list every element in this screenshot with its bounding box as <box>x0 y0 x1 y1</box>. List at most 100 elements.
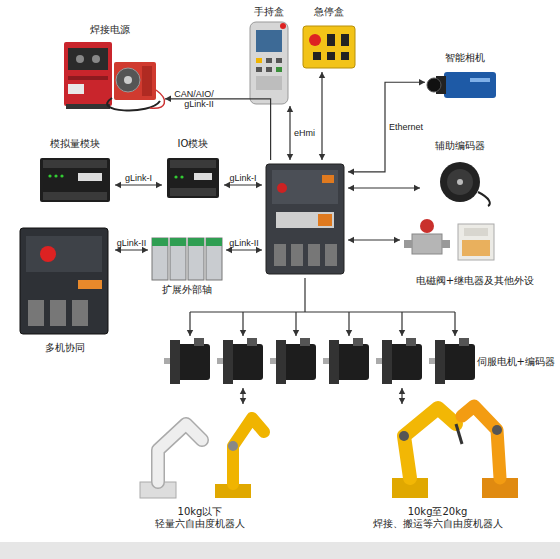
emergency-stop-illustration-part <box>341 34 349 46</box>
external-axis-illustration-part <box>170 238 186 246</box>
emergency-stop-illustration <box>303 26 355 68</box>
servo-motor-illustration-part <box>247 338 257 346</box>
edge-label: gLink-I <box>229 173 256 183</box>
arrow-head <box>293 330 299 336</box>
multi-controller-illustration-part <box>78 280 102 289</box>
servo-motor-illustration-part <box>382 340 392 384</box>
component-node: 模拟量模块 <box>35 138 115 206</box>
connector <box>240 388 246 404</box>
arrow-head <box>399 388 405 394</box>
arrow-head <box>240 388 246 394</box>
component-label: 电磁阀+继电器及其他外设 <box>416 275 534 287</box>
heavy-robot-illustration-part <box>456 424 462 444</box>
aux-encoder-illustration-part <box>447 169 473 195</box>
welding-power-illustration-part <box>116 68 140 92</box>
component-node: 10kg至20kg焊接、搬运等六自由度机器人 <box>345 404 530 530</box>
smart-camera-illustration-part <box>470 78 490 82</box>
welding-power-illustration-part <box>68 76 108 80</box>
solenoid-relay-illustration-part <box>404 240 412 248</box>
teach-pendant-illustration-part <box>250 22 288 104</box>
servo-motor-illustration-part <box>441 344 475 380</box>
analog-module-illustration-part <box>43 192 107 200</box>
servo-motor-illustration <box>164 338 475 384</box>
welding-power-illustration-part <box>68 48 108 70</box>
arrow-head <box>240 398 246 404</box>
arrow-head <box>165 96 171 102</box>
emergency-stop-illustration-part <box>313 52 321 60</box>
arrow-head <box>156 182 162 188</box>
light-robot-illustration <box>140 418 264 498</box>
multi-controller-illustration-part <box>20 228 108 334</box>
multi-controller-illustration-part <box>72 300 88 326</box>
welding-power-illustration-part <box>142 66 152 96</box>
controller-cabinet-illustration-part <box>272 170 338 204</box>
component-node: 10kg以下轻量六自由度机器人 <box>125 404 275 530</box>
edge-label: Ethernet <box>389 122 423 132</box>
solenoid-relay-illustration-part <box>442 240 450 248</box>
component-label: IO模块 <box>178 138 209 150</box>
io-module-illustration-part <box>174 175 177 178</box>
component-label: 10kg至20kg <box>408 506 468 518</box>
component-label: 辅助编码器 <box>435 140 485 152</box>
servo-motor-illustration-part <box>276 340 286 384</box>
analog-module-illustration-part <box>48 174 51 177</box>
connector-line <box>115 249 148 250</box>
controller-cabinet-illustration <box>266 164 344 274</box>
component-label: 模拟量模块 <box>50 138 100 150</box>
arrow-head <box>187 330 193 336</box>
welding-power-illustration-part <box>124 76 132 84</box>
emergency-stop-illustration-part <box>327 34 335 46</box>
component-label: 急停盒 <box>314 6 344 18</box>
servo-motor-illustration-part <box>223 340 233 384</box>
edge-label: eHmi <box>294 128 315 138</box>
connector-line <box>115 184 162 185</box>
teach-pendant-illustration-part <box>256 67 262 72</box>
io-module-illustration-part <box>167 158 219 198</box>
controller-cabinet-illustration-part <box>322 175 334 183</box>
controller-cabinet-illustration-part <box>291 244 303 266</box>
multi-controller-illustration-part <box>26 236 102 272</box>
io-module-illustration <box>167 158 219 198</box>
welding-power-illustration-part <box>92 55 100 63</box>
servo-motor-illustration-part <box>353 338 363 346</box>
solenoid-relay-illustration-part <box>420 219 434 233</box>
welding-power-illustration-part <box>150 90 165 108</box>
component-label: 手持盒 <box>254 6 284 18</box>
component-label: 焊接电源 <box>90 24 130 36</box>
connector <box>165 96 271 160</box>
component-label: 多机协同 <box>45 342 85 354</box>
controller-cabinet-illustration-part <box>325 244 337 266</box>
heavy-robot-illustration-part <box>492 425 502 435</box>
servo-motor-illustration-part <box>229 344 263 380</box>
teach-pendant-illustration-part <box>276 58 282 63</box>
io-module-illustration-part <box>170 188 216 196</box>
component-label: 焊接、搬运等六自由度机器人 <box>373 518 503 530</box>
emergency-stop-illustration-part <box>341 52 349 60</box>
welding-power-illustration-part <box>114 62 156 100</box>
edge-label: gLink-I <box>125 173 152 183</box>
servo-motor-illustration-part <box>329 340 339 384</box>
component-label: 智能相机 <box>445 52 485 64</box>
external-axis-illustration-part <box>152 238 168 246</box>
arrow-head <box>348 185 354 191</box>
component-label: 轻量六自由度机器人 <box>155 518 245 530</box>
arrow-head <box>287 106 293 112</box>
teach-pendant-illustration-part <box>266 67 272 72</box>
solenoid-relay-illustration-part <box>412 234 442 254</box>
component-node: 急停盒 <box>298 6 360 72</box>
analog-module-illustration <box>40 158 110 202</box>
connector-line <box>226 249 262 250</box>
connector-line <box>348 239 400 240</box>
teach-pendant-illustration-part <box>280 23 286 29</box>
heavy-robot-illustration <box>392 406 518 498</box>
component-node: 扩展外部轴 <box>148 230 226 296</box>
connector <box>348 237 400 243</box>
external-axis-illustration-part <box>170 238 186 280</box>
component-label: 伺服电机+编码器 <box>477 356 555 368</box>
aux-encoder-illustration-part <box>457 179 463 185</box>
servo-motor-illustration-part <box>176 344 210 380</box>
arrow-head <box>115 182 121 188</box>
arrow-head <box>348 237 354 243</box>
servo-motor-illustration-part <box>429 358 435 364</box>
connector <box>319 72 325 160</box>
